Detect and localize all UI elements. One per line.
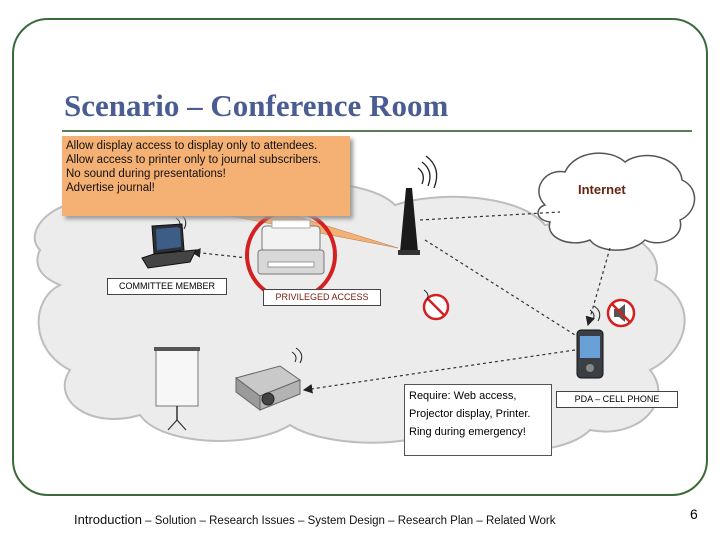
pda-icon [576, 305, 604, 379]
committee-member-label: COMMITTEE MEMBER [107, 278, 227, 295]
footer-item-introduction[interactable]: Introduction [74, 512, 142, 527]
footer-nav: Introduction – Solution – Research Issue… [74, 512, 555, 527]
slide-title: Scenario – Conference Room [64, 88, 449, 123]
link-internet-pda [585, 247, 611, 327]
footer-item-related-work[interactable]: Related Work [486, 515, 556, 527]
projector-icon [234, 347, 303, 411]
page-number: 6 [690, 506, 698, 522]
wireless-access-point [398, 155, 438, 255]
privileged-access-label: PRIVILEGED ACCESS [263, 289, 381, 306]
footer-separator: – [145, 515, 152, 527]
footer-separator: – [297, 515, 305, 527]
footer-separator: – [476, 515, 483, 527]
requirements-box: Require: Web access, Projector display, … [404, 384, 552, 456]
policy-line: Advertise journal! [66, 182, 155, 194]
requirements-line: Ring during emergency! [409, 426, 526, 438]
title-underline [62, 130, 692, 132]
pda-cell-phone-label: PDA – CELL PHONE [556, 391, 678, 408]
footer-separator: – [199, 515, 206, 527]
link-pda-projector [302, 349, 576, 394]
policy-line: Allow display access to display only to … [66, 140, 318, 152]
no-sound-icon [606, 298, 636, 328]
footer-item-research-issues[interactable]: Research Issues [209, 515, 295, 527]
footer-separator: – [388, 515, 395, 527]
projection-screen-icon [154, 347, 200, 431]
policy-line: Allow access to printer only to journal … [66, 154, 322, 166]
footer-item-solution[interactable]: Solution [154, 515, 197, 527]
requirements-line: Require: Web access, [409, 390, 517, 402]
laptop-icon [141, 213, 197, 269]
internet-cloud [537, 152, 696, 251]
footer-item-research-plan[interactable]: Research Plan [397, 515, 474, 527]
printer-icon [245, 209, 337, 301]
requirements-line: Projector display, Printer. [409, 408, 531, 420]
policy-note: Allow display access to display only to … [62, 136, 350, 216]
slide-frame [12, 18, 708, 496]
prohibited-signal-icon [422, 289, 450, 321]
internet-label: Internet [578, 182, 626, 197]
link-ap-internet [419, 211, 561, 221]
policy-line: No sound during presentations! [66, 168, 226, 180]
footer-item-system-design[interactable]: System Design [307, 515, 385, 527]
